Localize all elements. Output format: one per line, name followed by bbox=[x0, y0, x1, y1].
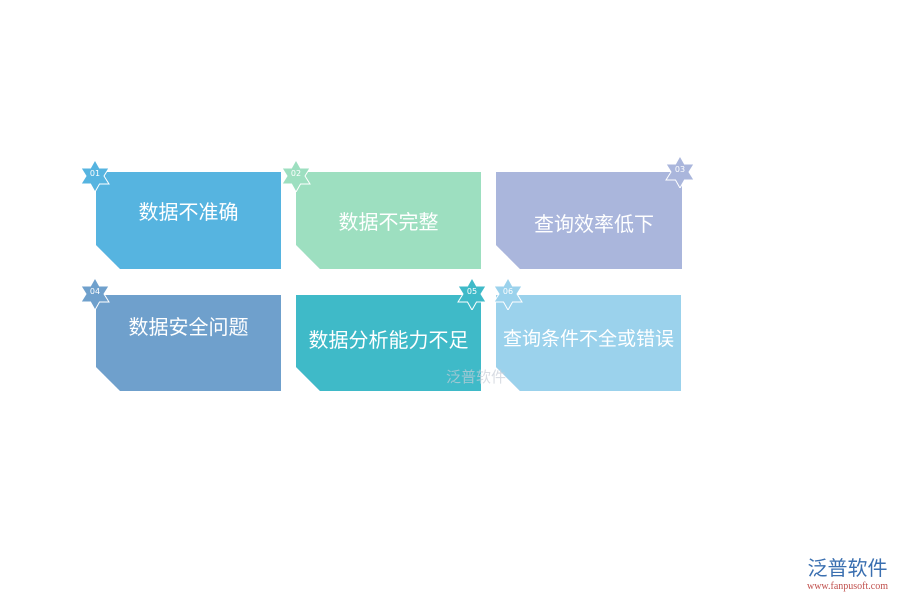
card-label: 数据分析能力不足 bbox=[308, 330, 469, 352]
badge-number: 06 bbox=[502, 287, 514, 296]
brand-logo: 泛普软件 www.fanpusoft.com bbox=[807, 552, 888, 592]
card-5: 数据分析能力不足 bbox=[296, 295, 481, 391]
card-1: 数据不准确 bbox=[96, 172, 281, 269]
logo-name: 泛普软件 bbox=[807, 556, 888, 580]
card-3: 查询效率低下 bbox=[496, 172, 682, 269]
badge-number: 01 bbox=[89, 169, 101, 178]
card-2: 数据不完整 bbox=[296, 172, 481, 269]
folded-corner bbox=[296, 245, 320, 269]
star-badge-02: 02 bbox=[280, 160, 312, 192]
star-badge-03: 03 bbox=[664, 156, 696, 188]
badge-number: 05 bbox=[466, 287, 478, 296]
badge-number: 03 bbox=[674, 165, 686, 174]
watermark: 泛普软件 bbox=[446, 368, 507, 386]
folded-corner bbox=[96, 367, 120, 391]
card-label: 查询条件不全或错误 bbox=[502, 329, 674, 350]
star-badge-01: 01 bbox=[79, 160, 111, 192]
card-label: 数据不准确 bbox=[138, 202, 239, 224]
folded-corner bbox=[296, 367, 320, 391]
badge-number: 04 bbox=[89, 287, 101, 296]
folded-corner bbox=[96, 245, 120, 269]
card-label: 查询效率低下 bbox=[534, 214, 654, 236]
badge-number: 02 bbox=[290, 169, 302, 178]
card-label: 数据不完整 bbox=[338, 212, 439, 234]
star-badge-05: 05 bbox=[456, 278, 488, 310]
folded-corner bbox=[496, 245, 520, 269]
card-label: 数据安全问题 bbox=[128, 317, 249, 339]
logo-url: www.fanpusoft.com bbox=[806, 581, 888, 592]
star-badge-04: 04 bbox=[79, 278, 111, 310]
card-4: 数据安全问题 bbox=[96, 295, 281, 391]
star-badge-06: 06 bbox=[492, 278, 524, 310]
card-6: 查询条件不全或错误 bbox=[496, 295, 681, 391]
